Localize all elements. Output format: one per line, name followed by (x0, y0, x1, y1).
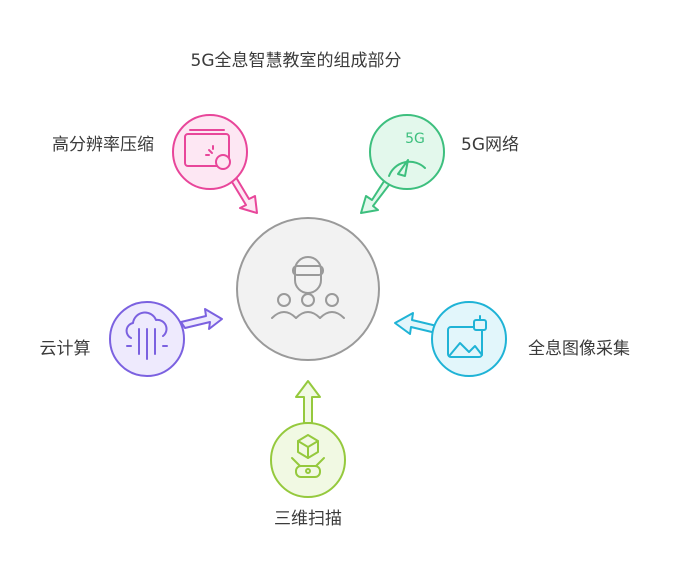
component-cloud-computing: 云计算 (40, 301, 223, 377)
center-circle (236, 217, 380, 361)
node-circle-3d-scanning (270, 422, 346, 498)
label-3d-scanning: 三维扫描 (274, 509, 342, 529)
node-circle-5g-network (369, 114, 445, 190)
arrow-cloud-computing (180, 308, 223, 330)
component-3d-scanning: 三维扫描 (270, 380, 346, 529)
label-5g-network: 5G网络 (461, 135, 519, 155)
label-cloud-computing: 云计算 (40, 339, 91, 359)
center-node (236, 217, 380, 361)
arrow-3d-scanning (295, 380, 321, 424)
screen-compress-icon (184, 129, 231, 170)
cloud-computing-icon (125, 311, 168, 360)
arrow-holographic-capture (394, 312, 438, 335)
label-high-res-compression: 高分辨率压缩 (52, 135, 154, 155)
5g-speedometer-icon: 5G (388, 131, 426, 177)
component-high-res-compression: 高分辨率压缩 (52, 114, 258, 214)
component-holographic-capture: 全息图像采集 (394, 301, 630, 377)
label-holographic-capture: 全息图像采集 (528, 339, 630, 359)
image-capture-icon (447, 315, 487, 358)
3d-scanner-icon (291, 434, 325, 478)
vr-headset-people-icon (271, 256, 345, 319)
diagram-title: 5G全息智慧教室的组成部分 (191, 51, 402, 71)
node-circle-holographic-capture (431, 301, 507, 377)
component-5g-network: 5G 5G网络 (360, 114, 519, 214)
svg-text:5G: 5G (405, 131, 425, 147)
